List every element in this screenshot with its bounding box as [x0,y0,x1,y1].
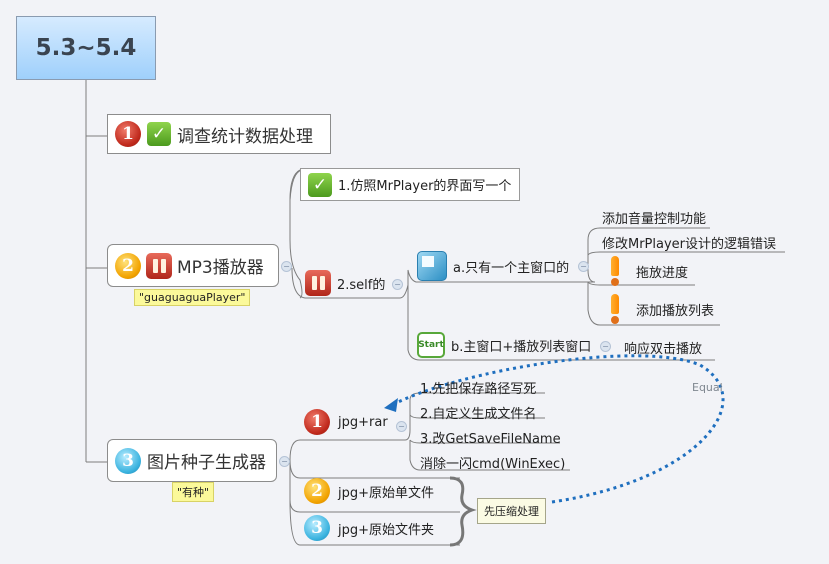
collapse-toggle[interactable]: − [600,341,611,352]
priority-3-icon: 3 [115,447,141,474]
collapse-toggle[interactable]: − [279,456,290,467]
start-icon: Start [417,332,445,358]
subtopic-label: jpg+rar [338,414,388,430]
subtopic-main-plus-playlist[interactable]: Start b.主窗口+播放列表窗口 [417,332,591,358]
collapse-toggle[interactable]: − [281,261,292,272]
collapse-toggle[interactable]: − [578,261,589,272]
root-title: 5.3~5.4 [35,35,137,61]
leaf-fix-logic-error[interactable]: 修改MrPlayer设计的逻辑错误 [602,237,777,252]
priority-2-icon: 2 [304,478,330,504]
topic-mp3-player[interactable]: 2 MP3播放器 [107,244,279,287]
task-done-icon: ✓ [308,172,332,197]
priority-3-icon: 3 [304,515,330,541]
window-icon [417,251,447,281]
warning-icon [608,256,622,286]
relationship-label[interactable]: Equal [692,381,723,394]
subtopic-label: b.主窗口+播放列表窗口 [451,339,592,355]
subtopic-jpg-folder[interactable]: 3 jpg+原始文件夹 [304,515,434,541]
subtopic-label: 2.self的 [337,277,386,293]
topic-label: MP3播放器 [177,258,264,278]
subtopic-jpg-rar[interactable]: 1 jpg+rar [304,409,388,435]
root-topic[interactable]: 5.3~5.4 [16,16,156,80]
subtopic-jpg-single-file[interactable]: 2 jpg+原始单文件 [304,478,434,504]
summary-compress-first[interactable]: 先压缩处理 [477,498,546,524]
priority-1-icon: 1 [304,409,330,435]
pause-icon [146,252,172,279]
topic-note-label: "有种" [172,482,215,502]
task-done-icon: ✓ [147,122,171,146]
subtopic-label: jpg+原始文件夹 [338,522,435,538]
subtopic-label: a.只有一个主窗口的 [453,260,570,276]
leaf-get-save-file-name[interactable]: 3.改GetSaveFileName [420,432,561,447]
leaf-drag-progress[interactable]: 拖放进度 [608,256,688,286]
leaf-hardcode-save-path[interactable]: 1.先把保存路径写死 [420,382,537,397]
leaf-custom-filename[interactable]: 2.自定义生成文件名 [420,407,537,422]
collapse-toggle[interactable]: − [392,279,403,290]
subtopic-label: jpg+原始单文件 [338,485,435,501]
topic-label: 调查统计数据处理 [177,126,313,147]
topic-image-seed-generator[interactable]: 3 图片种子生成器 [107,439,277,482]
leaf-add-playlist[interactable]: 添加播放列表 [608,294,714,324]
leaf-hide-cmd-flash[interactable]: 消除一闪cmd(WinExec) [420,457,566,472]
subtopic-single-window[interactable]: a.只有一个主窗口的 [417,251,569,281]
leaf-volume-control[interactable]: 添加音量控制功能 [602,212,707,227]
priority-2-icon: 2 [115,252,141,279]
pause-icon [305,270,331,296]
topic-label: 图片种子生成器 [147,453,266,473]
warning-icon [608,294,622,324]
priority-1-icon: 1 [115,121,141,147]
subtopic-copy-mrplayer[interactable]: ✓ 1.仿照MrPlayer的界面写一个 [300,168,520,201]
subtopic-self[interactable]: 2.self的 [305,270,385,296]
collapse-toggle[interactable]: − [396,421,407,432]
leaf-double-click-play[interactable]: 响应双击播放 [624,342,703,357]
topic-survey-data[interactable]: 1 ✓ 调查统计数据处理 [107,114,331,154]
subtopic-label: 1.仿照MrPlayer的界面写一个 [338,179,512,194]
topic-note-label: "guaguaguaPlayer" [134,289,251,306]
